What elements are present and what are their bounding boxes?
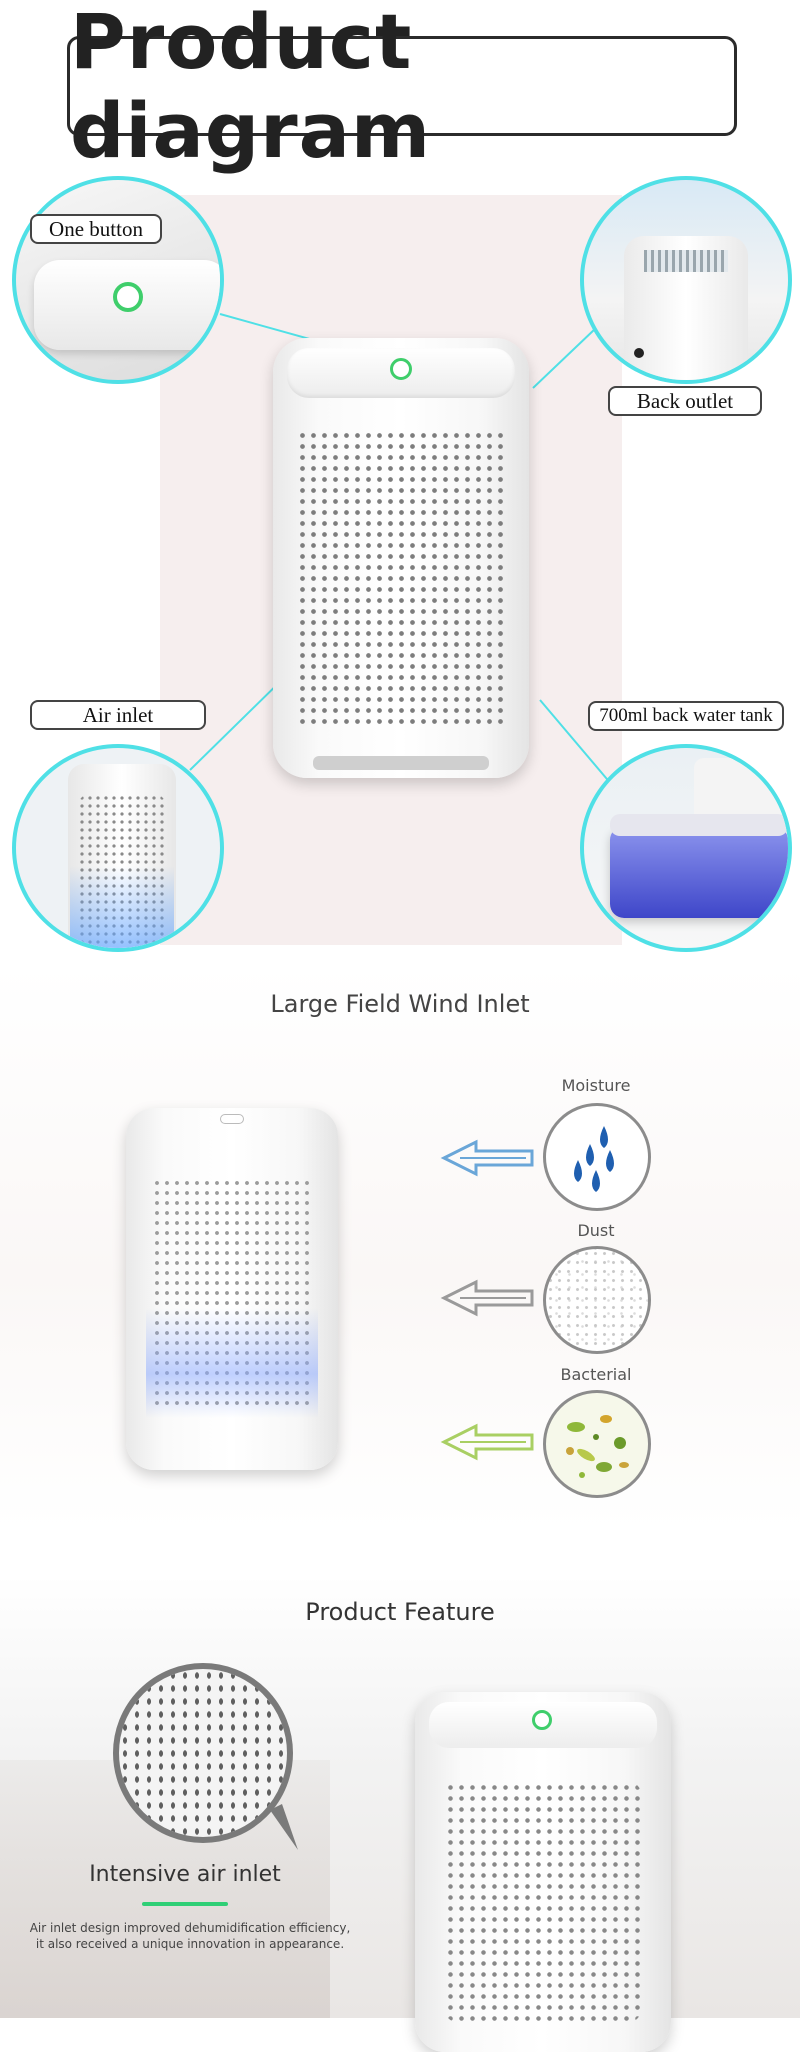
feature-button-icon	[532, 1710, 552, 1730]
title-frame: Product diagram	[67, 0, 737, 175]
outlet-vent-icon	[644, 250, 728, 272]
power-port-icon	[634, 348, 644, 358]
callout-water-tank	[580, 744, 792, 952]
moisture-circle	[543, 1103, 651, 1211]
callout-one-button	[12, 176, 224, 384]
feature-description-line2: it also received a unique innovation in …	[35, 1937, 345, 1951]
magnifier-pointer-icon	[270, 1804, 298, 1850]
arrow-bacterial-icon	[440, 1423, 534, 1461]
feature-title: Intensive air inlet	[89, 1862, 281, 1887]
airflow-glow	[70, 866, 174, 948]
label-back-outlet: Back outlet	[608, 386, 762, 416]
top-button-icon	[220, 1114, 244, 1124]
button-closeup-icon	[113, 282, 143, 312]
bacteria-icon	[566, 1415, 629, 1478]
dust-particles-icon	[543, 1246, 651, 1354]
closeup-grille-icon	[119, 1669, 287, 1837]
wind-inlet-heading: Large Field Wind Inlet	[270, 990, 530, 1018]
bacterial-label: Bacterial	[560, 1365, 632, 1384]
label-air-inlet: Air inlet	[30, 700, 206, 730]
feature-accent-bar	[142, 1902, 228, 1906]
wind-inlet-section	[0, 965, 800, 1530]
arrow-moisture-icon	[440, 1139, 534, 1177]
feature-heading: Product Feature	[305, 1598, 495, 1626]
air-grille	[297, 430, 507, 730]
bacteria-circle	[543, 1390, 651, 1498]
dehumidifier-main	[273, 338, 529, 778]
page-title: Product diagram	[70, 0, 432, 175]
callout-air-inlet	[12, 744, 224, 952]
moisture-label: Moisture	[561, 1076, 631, 1095]
feature-description: Air inlet design improved dehumidificati…	[20, 1920, 360, 1952]
dust-label: Dust	[577, 1221, 615, 1240]
water-tank-icon	[610, 826, 788, 918]
feature-grille	[445, 1782, 641, 2022]
magnifier-circle	[113, 1663, 293, 1843]
line-back-outlet	[532, 327, 597, 389]
power-button-icon	[390, 358, 412, 380]
feature-description-line1: Air inlet design improved dehumidificati…	[29, 1921, 351, 1935]
arrow-dust-icon	[440, 1279, 534, 1317]
tank-lid	[610, 814, 788, 836]
dehumidifier-feature	[415, 1692, 671, 2052]
label-one-button: One button	[30, 214, 162, 244]
label-water-tank: 700ml back water tank	[588, 701, 784, 731]
inlet-glow	[146, 1308, 318, 1418]
dehumidifier-front	[126, 1108, 338, 1470]
device-base	[313, 756, 489, 770]
callout-back-outlet	[580, 176, 792, 384]
water-drops-icon	[574, 1126, 614, 1192]
line-water-tank	[539, 699, 613, 786]
